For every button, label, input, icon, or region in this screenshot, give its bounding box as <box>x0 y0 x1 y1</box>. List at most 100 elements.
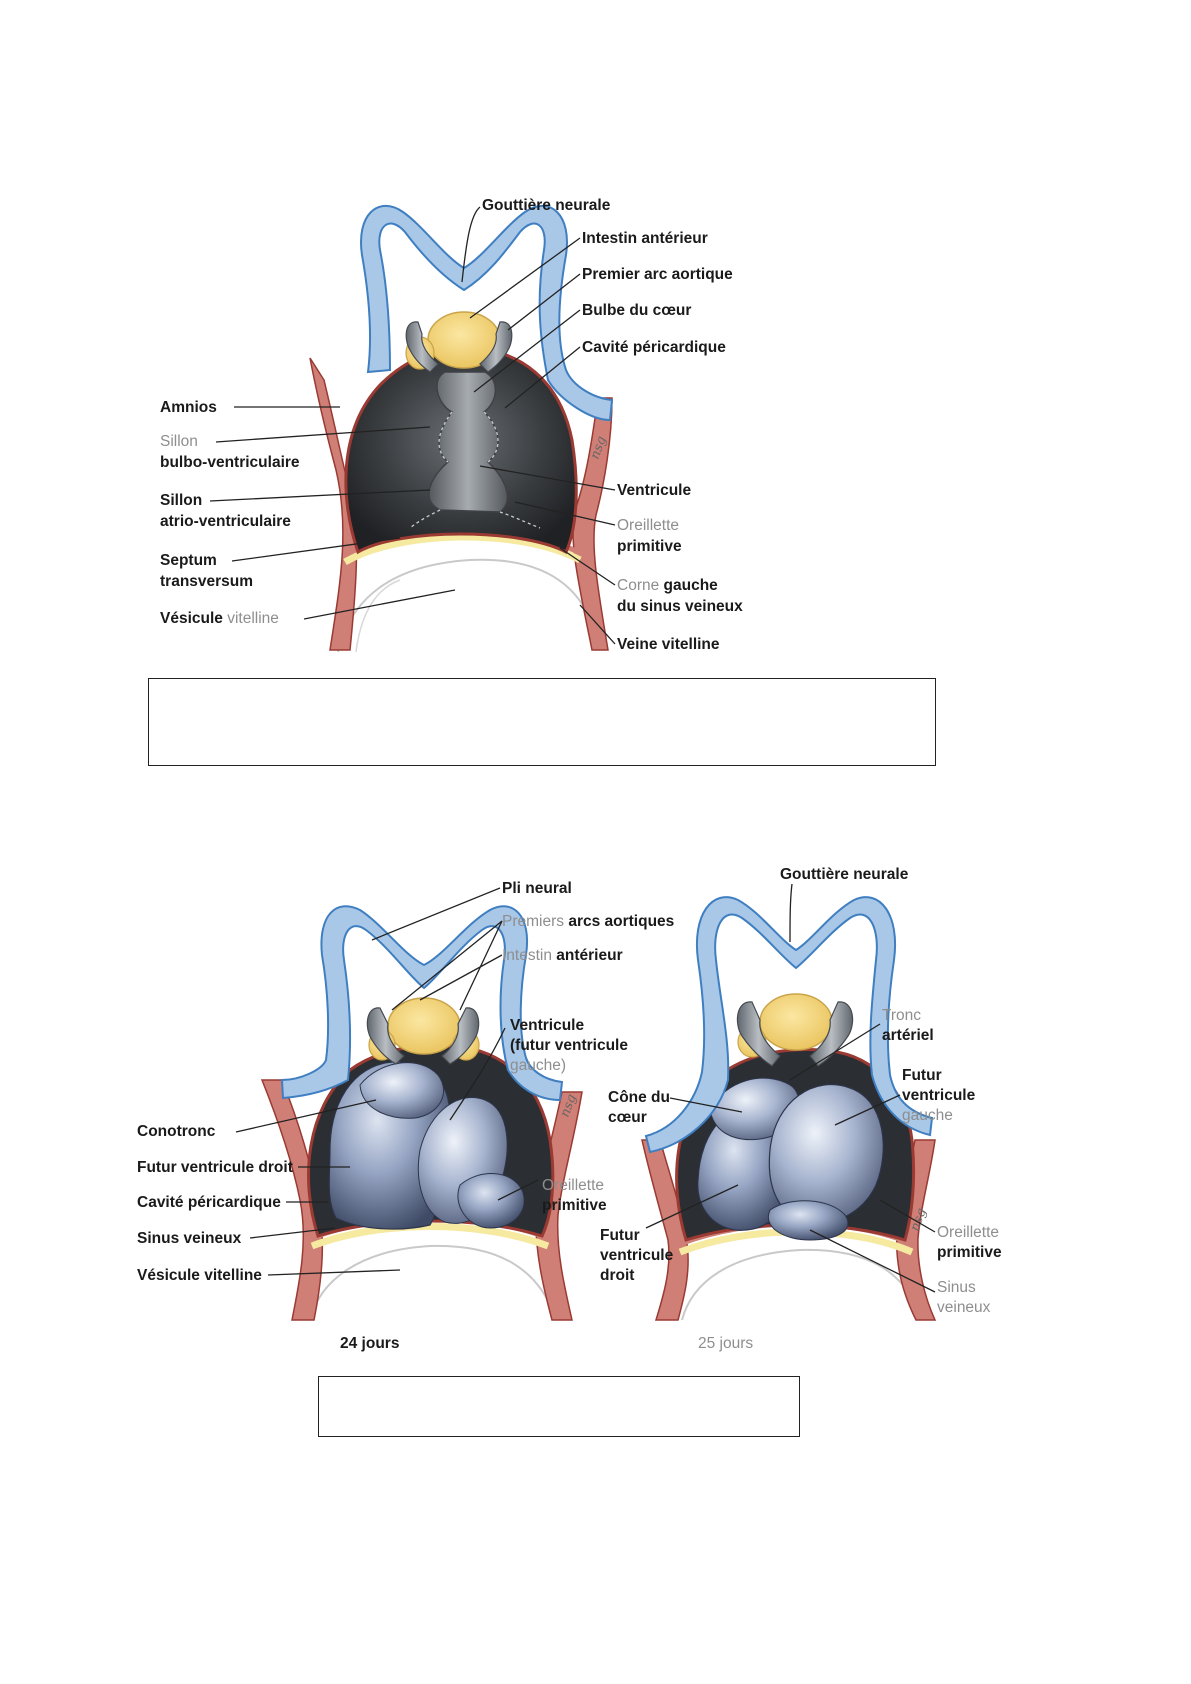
label-bulbo-ventriculaire: bulbo-ventriculaire <box>160 454 300 471</box>
label-ventricule: ventricule <box>902 1087 976 1104</box>
label-primitive: primitive <box>542 1197 607 1214</box>
label-corne-gauche: Corne gauche <box>617 577 718 594</box>
label-amnios: Amnios <box>160 399 217 416</box>
label-part: antérieur <box>556 947 622 964</box>
label-futur: Futur <box>600 1227 640 1244</box>
figure-1-labels: Gouttière neurale Intestin antérieur Pre… <box>160 197 743 653</box>
figure-1-leaders <box>209 206 616 645</box>
label-part: Intestin antérieur <box>582 230 708 247</box>
label-part: Ventricule <box>510 1017 584 1034</box>
label-sinus: Sinus <box>937 1279 976 1296</box>
label-futur: Futur <box>902 1067 942 1084</box>
label-part: Oreillette <box>617 517 679 534</box>
label-part: Cavité péricardique <box>137 1194 281 1211</box>
label-part: vitelline <box>227 610 279 627</box>
label-part: primitive <box>617 538 682 555</box>
label-droit: droit <box>600 1267 634 1284</box>
label-atrio-ventriculaire: atrio-ventriculaire <box>160 513 291 530</box>
label-part: Futur <box>902 1067 942 1084</box>
label-part: cœur <box>608 1109 647 1126</box>
label-part: primitive <box>937 1244 1002 1261</box>
label-sillon: Sillon <box>160 492 202 509</box>
label-ventricule: Ventricule <box>617 482 691 499</box>
label-part: veineux <box>937 1299 991 1316</box>
label-gauche: gauche <box>902 1107 953 1124</box>
heart-tube <box>428 371 509 513</box>
label-vesicule-vitelline: Vésicule vitelline <box>137 1267 262 1284</box>
label-gouttiere-neurale: Gouttière neurale <box>780 866 909 883</box>
label-part: Premier arc aortique <box>582 266 733 283</box>
label-part: Intestin <box>502 947 556 964</box>
caption-box-figure-1[interactable] <box>148 678 936 766</box>
figure-2-labels: Pli neural Premiers arcs aortiques Intes… <box>137 880 674 1352</box>
label-du-sinus-veineux: du sinus veineux <box>617 598 743 615</box>
figure-3-leaders <box>645 883 936 1293</box>
label-part: arcs aortiques <box>568 913 674 930</box>
label-part: Premiers <box>502 913 568 930</box>
label-gouttiere-neurale: Gouttière neurale <box>482 197 611 214</box>
label-part: Gouttière neurale <box>780 866 909 883</box>
label-part: gauche <box>664 577 719 594</box>
pericardium-wall <box>309 357 358 651</box>
label-part: transversum <box>160 573 253 590</box>
label-part: Oreillette <box>542 1177 604 1194</box>
label-intestin-anterieur: Intestin antérieur <box>502 947 623 964</box>
neural-fold <box>280 905 564 1102</box>
label-part: Vésicule <box>160 610 227 627</box>
label-pli-neural: Pli neural <box>502 880 572 897</box>
figure-3-drawing: nsg <box>641 896 937 1321</box>
label-primitive: primitive <box>937 1244 1002 1261</box>
label-part: Sinus veineux <box>137 1230 242 1247</box>
label-oreillette: Oreillette <box>542 1177 604 1194</box>
label-cone-du: Cône du <box>608 1089 670 1106</box>
label-part: Gouttière neurale <box>482 197 611 214</box>
label-premier-arc-aortique: Premier arc aortique <box>582 266 733 283</box>
figure-1-drawing: nsg <box>309 205 614 653</box>
label-part: primitive <box>542 1197 607 1214</box>
pericardium-wall <box>260 1079 324 1321</box>
label-part: Cône du <box>608 1089 670 1106</box>
yolk-sac <box>309 1244 557 1321</box>
label-primitive: primitive <box>617 538 682 555</box>
foregut <box>759 993 833 1051</box>
label-24-jours: 24 jours <box>340 1335 399 1352</box>
label-ventricule: ventricule <box>600 1247 674 1264</box>
label-oreillette: Oreillette <box>617 517 679 534</box>
label-part: Veine vitelline <box>617 636 720 653</box>
label-part: (futur ventricule <box>510 1037 628 1054</box>
figure-3-labels: Gouttière neurale Tronc artériel Futur v… <box>600 866 1002 1352</box>
label-cavite-pericardique: Cavité péricardique <box>137 1194 281 1211</box>
label-part: artériel <box>882 1027 934 1044</box>
yolk-sac <box>355 579 401 653</box>
label-futur-ventricule: (futur ventricule <box>510 1037 628 1054</box>
label-conotronc: Conotronc <box>137 1123 216 1140</box>
label-part: Cavité péricardique <box>582 339 726 356</box>
label-veineux: veineux <box>937 1299 991 1316</box>
heart-bulge-atrium <box>457 1173 525 1229</box>
label-part: Sillon <box>160 492 202 509</box>
label-part: Sillon <box>160 433 198 450</box>
label-ventricule: Ventricule <box>510 1017 584 1034</box>
label-part: Pli neural <box>502 880 572 897</box>
aortic-arch-right <box>809 1001 854 1067</box>
label-sillon: Sillon <box>160 433 198 450</box>
label-part: du sinus veineux <box>617 598 743 615</box>
label-part: Ventricule <box>617 482 691 499</box>
label-bulbe-du-coeur: Bulbe du cœur <box>582 302 691 319</box>
label-gauche: gauche) <box>510 1057 566 1074</box>
label-part: Sinus <box>937 1279 976 1296</box>
yolk-layer <box>343 533 582 566</box>
label-vesicule-vitelline: Vésicule vitelline <box>160 610 279 627</box>
label-intestin-anterieur: Intestin antérieur <box>582 230 708 247</box>
label-part: 24 jours <box>340 1335 399 1352</box>
label-part: gauche) <box>510 1057 566 1074</box>
label-arteriel: artériel <box>882 1027 934 1044</box>
pericardium-wall <box>572 397 613 651</box>
label-part: droit <box>600 1267 634 1284</box>
figure-2-leaders <box>235 887 539 1276</box>
label-part: Amnios <box>160 399 217 416</box>
caption-box-figures-2-3[interactable] <box>318 1376 800 1437</box>
label-futur-ventricule-droit: Futur ventricule droit <box>137 1159 293 1176</box>
aortic-arch-left <box>405 321 439 373</box>
